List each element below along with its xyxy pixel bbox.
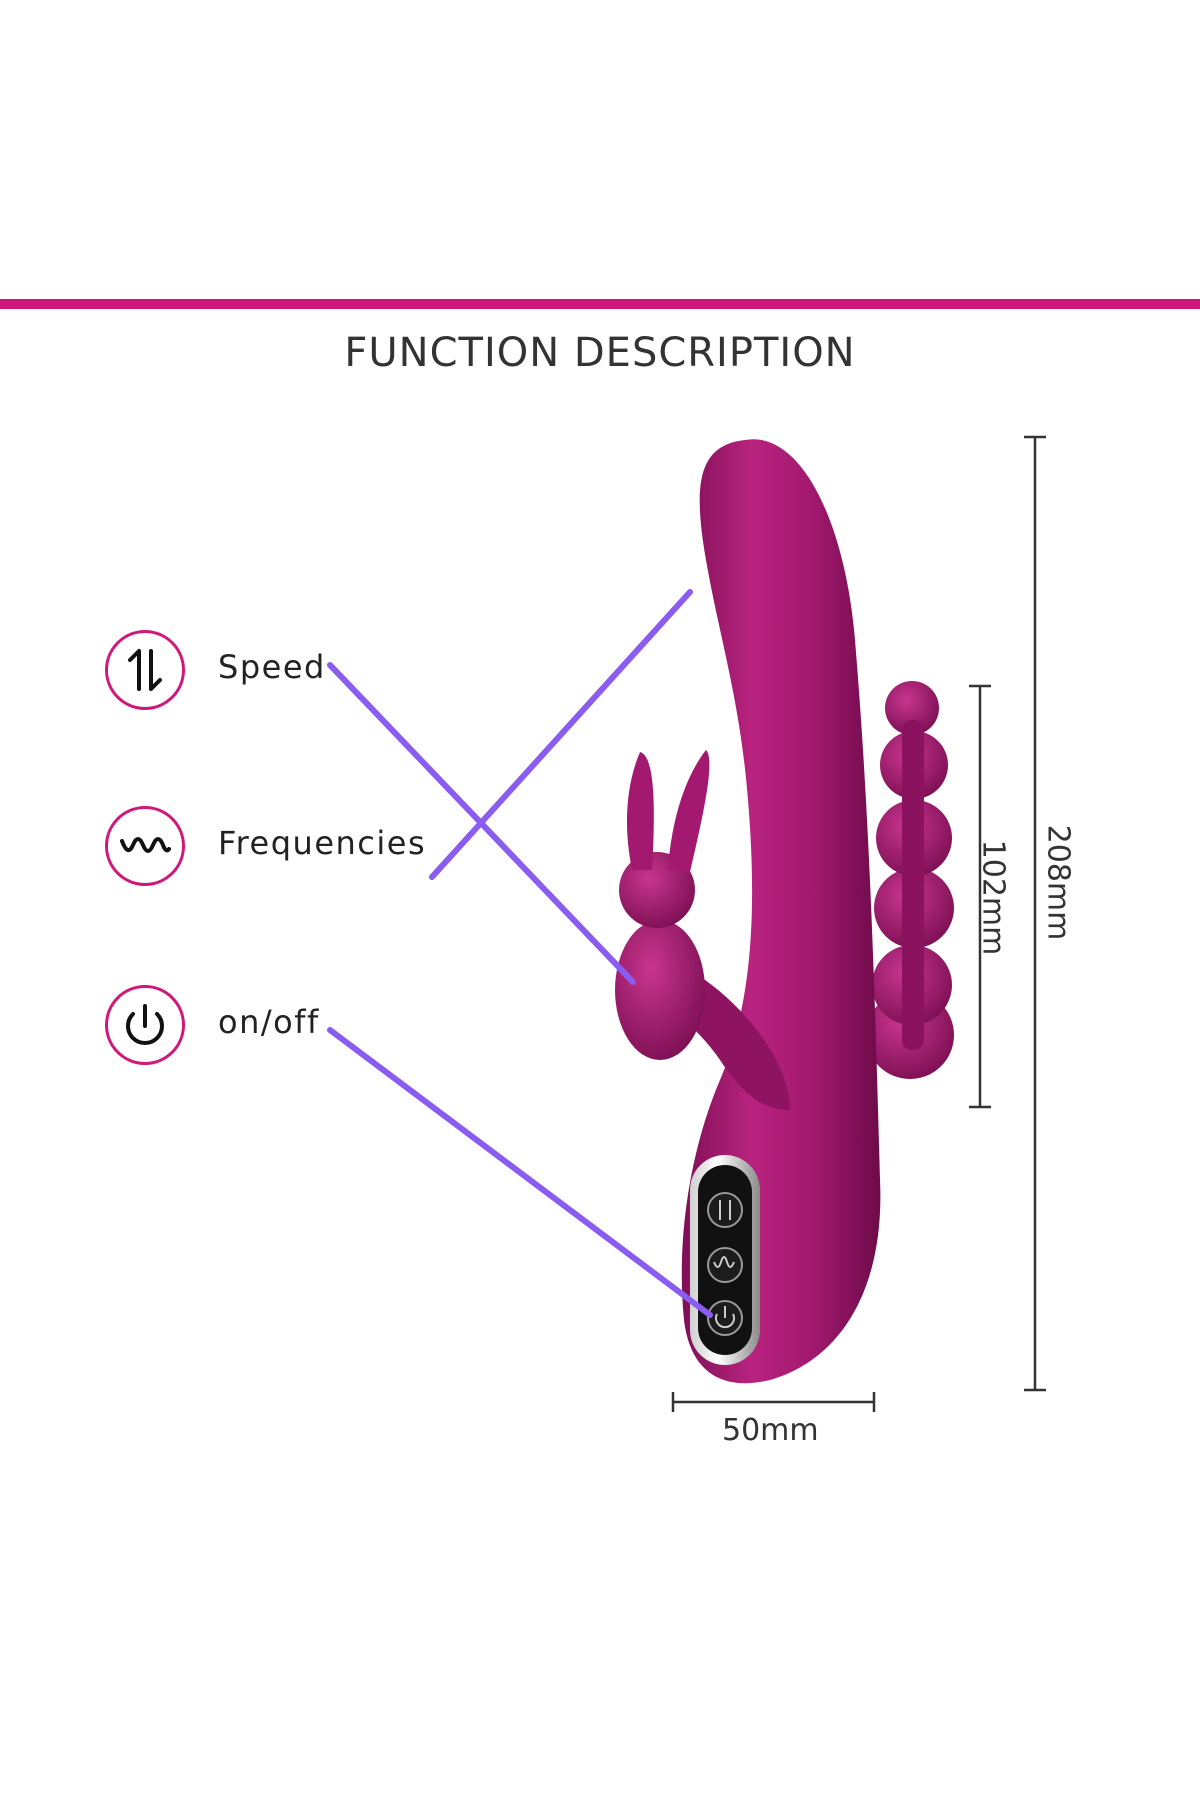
bead [872,945,952,1025]
bead-arm [866,681,954,1079]
onoff-circle-badge [105,985,185,1065]
bead [885,681,939,735]
page-title: FUNCTION DESCRIPTION [344,330,856,376]
function-row-speed: Speed [105,630,745,720]
bead [880,731,948,799]
top-accent-rule [0,299,1200,309]
power-icon [126,1004,164,1046]
wave-icon [120,837,171,853]
control-panel [690,1155,760,1365]
speed-arrows-icon [128,649,162,691]
function-label-onoff: on/off [218,1003,320,1041]
speed-circle-badge [105,630,185,710]
function-label-frequencies: Frequencies [218,824,427,862]
bead [876,800,952,876]
dimension-label-insert-length: 102mm [975,839,1011,956]
frequencies-circle-badge [105,806,185,886]
bead [874,868,954,948]
function-row-frequencies: Frequencies [105,806,745,896]
function-label-speed: Speed [218,648,326,686]
dimension-label-total-length: 208mm [1040,824,1076,941]
dimension-label-width: 50mm [722,1413,819,1448]
function-row-onoff: on/off [105,985,745,1075]
bead [866,991,954,1079]
main-body [681,439,881,1384]
